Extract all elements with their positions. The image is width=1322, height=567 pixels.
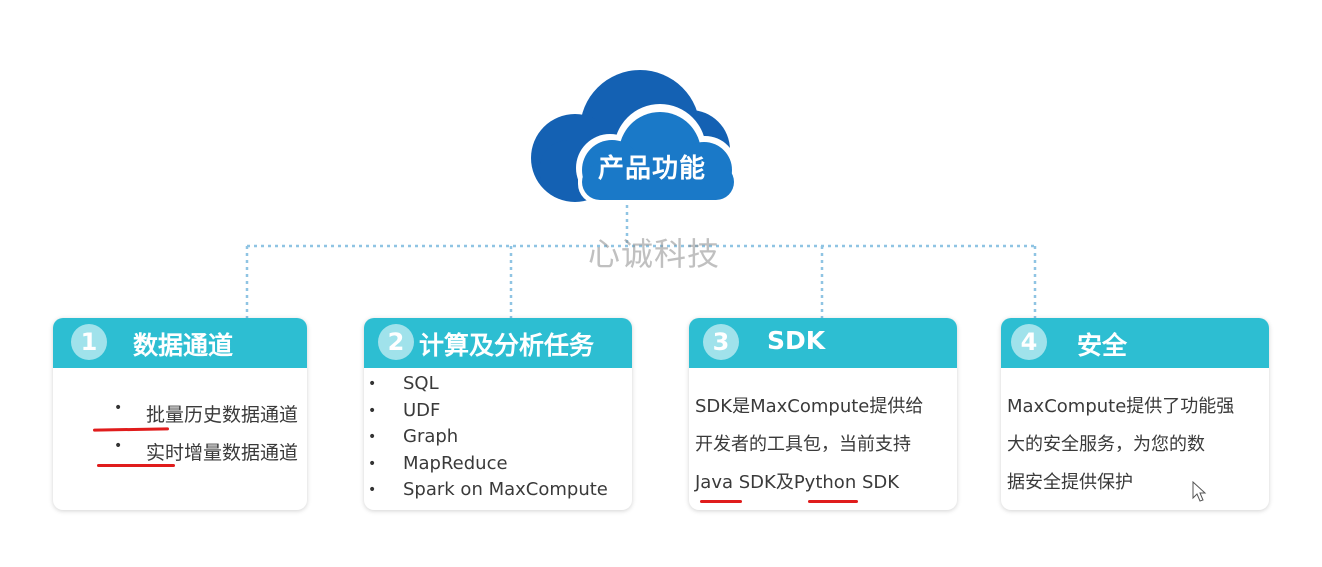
red-underline	[700, 500, 742, 503]
card-title: 数据通道	[133, 331, 234, 360]
card-header: 2 计算及分析任务	[364, 318, 632, 368]
list-item: •批量历史数据通道	[114, 400, 299, 426]
card-body: MaxCompute提供了功能强 大的安全服务，为您的数 据安全提供保护	[1001, 368, 1269, 510]
list-item: •Graph	[368, 426, 459, 447]
card-body: •SQL •UDF •Graph •MapReduce •Spark on Ma…	[364, 368, 632, 510]
red-underline	[808, 500, 858, 503]
list-item: •Spark on MaxCompute	[368, 479, 608, 500]
description-line: Java SDK及Python SDK	[695, 472, 900, 493]
card-description: SDK是MaxCompute提供给 开发者的工具包，当前支持 Java SDK及…	[695, 388, 951, 502]
card-description: MaxCompute提供了功能强 大的安全服务，为您的数 据安全提供保护	[1007, 388, 1263, 502]
description-line: MaxCompute提供了功能强	[1007, 396, 1235, 417]
card-title: SDK	[767, 326, 826, 355]
card-header: 3 SDK	[689, 318, 957, 368]
list-item-label: Spark on MaxCompute	[403, 479, 608, 500]
list-item-label: UDF	[403, 399, 441, 421]
card-number: 4	[1011, 324, 1047, 360]
card-compute-analysis: 2 计算及分析任务 •SQL •UDF •Graph •MapReduce •S…	[364, 318, 632, 510]
card-title: 计算及分析任务	[419, 331, 595, 360]
card-number: 2	[378, 324, 414, 360]
card-sdk: 3 SDK SDK是MaxCompute提供给 开发者的工具包，当前支持 Jav…	[689, 318, 957, 510]
description-line: 大的安全服务，为您的数	[1007, 434, 1205, 455]
card-title: 安全	[1077, 331, 1128, 360]
list-item: •UDF	[368, 399, 441, 421]
description-line: 开发者的工具包，当前支持	[695, 434, 911, 455]
list-item: •MapReduce	[368, 452, 508, 474]
card-number: 1	[71, 324, 107, 360]
feature-list: •批量历史数据通道 •实时增量数据通道	[114, 400, 299, 476]
watermark: 心诚科技	[588, 235, 721, 273]
list-item-label: SQL	[403, 373, 439, 394]
mouse-cursor-icon	[1192, 481, 1207, 502]
red-underline	[97, 464, 175, 467]
list-item: •实时增量数据通道	[114, 438, 299, 464]
card-data-channel: 1 数据通道 •批量历史数据通道 •实时增量数据通道	[53, 318, 307, 510]
list-item-label: MapReduce	[403, 452, 508, 474]
list-item-label: 批量历史数据通道	[146, 404, 299, 426]
list-item: •SQL	[368, 373, 439, 394]
center-title: 产品功能	[598, 154, 707, 184]
card-security: 4 安全 MaxCompute提供了功能强 大的安全服务，为您的数 据安全提供保…	[1001, 318, 1269, 510]
card-number: 3	[703, 324, 739, 360]
list-item-label: Graph	[403, 426, 459, 447]
card-body: •批量历史数据通道 •实时增量数据通道	[53, 368, 307, 510]
list-item-label: 实时增量数据通道	[146, 442, 299, 464]
description-line: 据安全提供保护	[1007, 472, 1133, 493]
feature-list: •SQL •UDF •Graph •MapReduce •Spark on Ma…	[368, 371, 608, 504]
card-header: 4 安全	[1001, 318, 1269, 368]
card-body: SDK是MaxCompute提供给 开发者的工具包，当前支持 Java SDK及…	[689, 368, 957, 510]
card-header: 1 数据通道	[53, 318, 307, 368]
description-line: SDK是MaxCompute提供给	[695, 396, 924, 417]
